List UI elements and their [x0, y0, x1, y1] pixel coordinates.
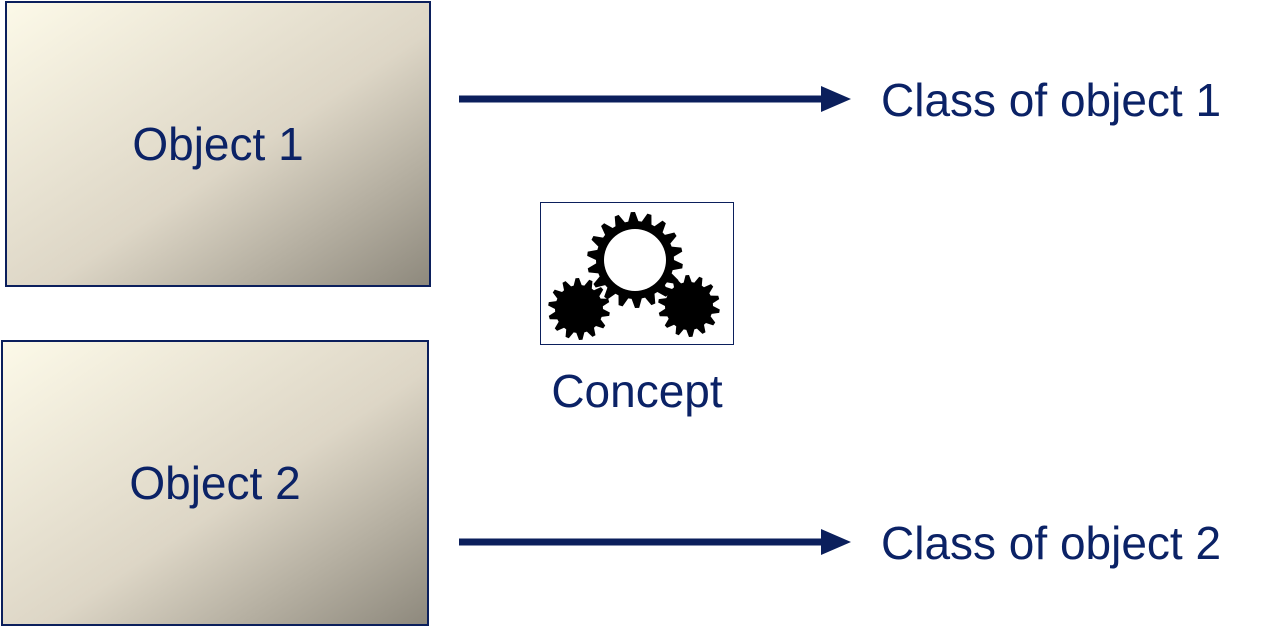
concept-label: Concept	[551, 365, 723, 417]
object-2-label: Object 2	[129, 457, 301, 509]
class-of-object-1-label: Class of object 1	[881, 74, 1222, 126]
gear-left	[548, 278, 610, 340]
arrow-1	[459, 86, 851, 112]
object-1-label: Object 1	[132, 118, 304, 170]
gear-top-hole	[604, 229, 666, 291]
arrow-2	[459, 529, 851, 555]
gear-right	[658, 275, 720, 337]
class-of-object-2-label: Class of object 2	[881, 517, 1222, 569]
object-2-box: Object 2	[1, 340, 429, 626]
object-1-box: Object 1	[5, 1, 431, 287]
concept-icon-box	[540, 202, 734, 345]
gears-icon	[548, 212, 720, 340]
